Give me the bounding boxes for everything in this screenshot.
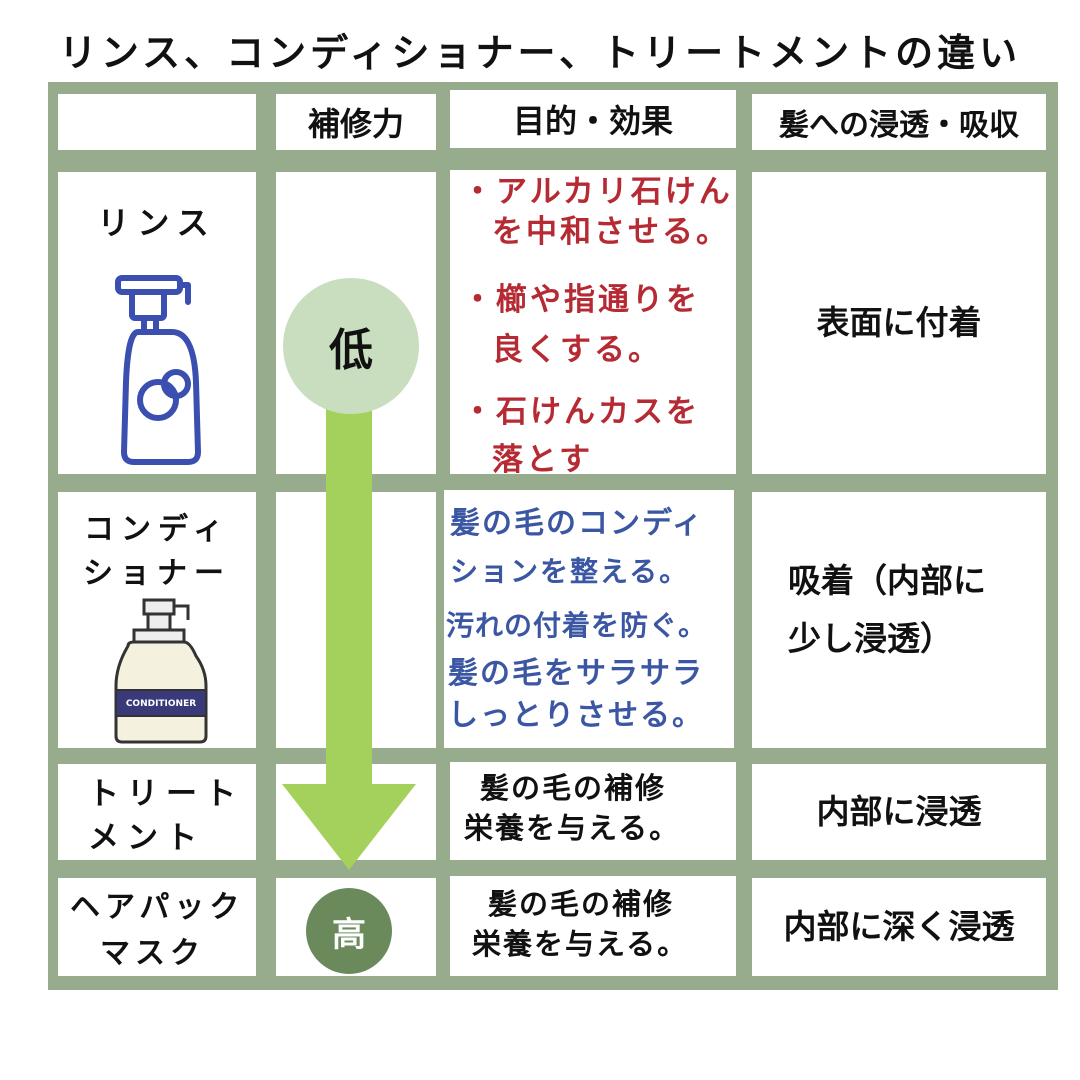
conditioner-penetration-cell: 吸着（内部に 少し浸透） — [752, 492, 1046, 748]
treatment-purpose-line-1: 髪の毛の補修 — [480, 771, 667, 805]
treatment-purpose-cell: 髪の毛の補修 栄養を与える。 — [450, 762, 736, 860]
treatment-penetration: 内部に浸透 — [752, 764, 1046, 860]
conditioner-purpose-line-4: 髪の毛をサラサラ — [448, 656, 704, 691]
hairpack-penetration: 内部に深く浸透 — [752, 878, 1046, 976]
treatment-label-line-1: トリート — [88, 776, 244, 812]
repair-low-label: 低 — [329, 325, 373, 376]
conditioner-purpose-cell: 髪の毛のコンディ ションを整える。 汚れの付着を防ぐ。 髪の毛をサラサラ しっと… — [444, 490, 734, 748]
hairpack-purpose-cell: 髪の毛の補修 栄養を与える。 — [450, 876, 736, 976]
hairpack-label-line-1: ヘアパック — [70, 890, 245, 925]
repair-low-circle: 低 — [283, 278, 419, 414]
conditioner-penetration-line-2: 少し浸透） — [788, 619, 953, 658]
repair-high-circle: 高 — [306, 888, 392, 974]
conditioner-purpose-line-5: しっとりさせる。 — [448, 698, 704, 733]
rinse-label-cell: リンス — [58, 172, 256, 474]
treatment-label-cell: トリート メント — [58, 764, 256, 860]
header-purpose: 目的・効果 — [450, 90, 736, 148]
rinse-label: リンス — [97, 204, 217, 242]
rinse-purpose-line-6: 落とす — [492, 442, 594, 478]
rinse-purpose-line-4: 良くする。 — [492, 332, 662, 368]
rinse-purpose-line-1: ・アルカリ石けん — [462, 174, 733, 210]
rinse-purpose-line-2: を中和させる。 — [492, 214, 730, 250]
conditioner-bottle-label: CONDITIONER — [125, 699, 197, 709]
conditioner-purpose-line-3: 汚れの付着を防ぐ。 — [446, 609, 708, 642]
rinse-purpose-line-5: ・石けんカスを — [462, 394, 700, 430]
rinse-bottle-icon — [115, 275, 201, 465]
conditioner-bottle-icon — [114, 598, 208, 744]
treatment-label-line-2: メント — [88, 820, 205, 856]
page-title: リンス、コンディショナー、トリートメントの違い — [58, 30, 1022, 75]
hairpack-label-line-2: マスク — [100, 936, 205, 971]
hairpack-label-cell: ヘアパック マスク — [58, 878, 256, 976]
comparison-table: 補修力 目的・効果 髪への浸透・吸収 リンス ・アルカリ石けん を中和させる。 … — [48, 82, 1058, 990]
header-empty-cell — [58, 94, 256, 150]
rinse-purpose-line-3: ・櫛や指通りを — [462, 282, 700, 318]
conditioner-purpose-line-1: 髪の毛のコンディ — [450, 506, 704, 541]
conditioner-label-cell: コンディ ショナー CONDITIONER — [58, 492, 256, 748]
hairpack-purpose-line-2: 栄養を与える。 — [472, 927, 689, 961]
repair-strength-arrow — [282, 400, 416, 870]
conditioner-label-line-1: コンディ — [84, 512, 230, 547]
repair-high-label: 高 — [332, 914, 366, 955]
rinse-penetration: 表面に付着 — [752, 172, 1046, 474]
header-penetration: 髪への浸透・吸収 — [752, 94, 1046, 150]
conditioner-label-line-2: ショナー — [83, 556, 231, 591]
header-repair: 補修力 — [276, 94, 436, 150]
treatment-purpose-line-2: 栄養を与える。 — [464, 811, 681, 845]
hairpack-purpose-line-1: 髪の毛の補修 — [488, 887, 675, 921]
conditioner-purpose-line-2: ションを整える。 — [450, 555, 690, 588]
rinse-purpose-cell: ・アルカリ石けん を中和させる。 ・櫛や指通りを 良くする。 ・石けんカスを 落… — [450, 170, 736, 478]
conditioner-penetration-line-1: 吸着（内部に — [788, 561, 986, 600]
